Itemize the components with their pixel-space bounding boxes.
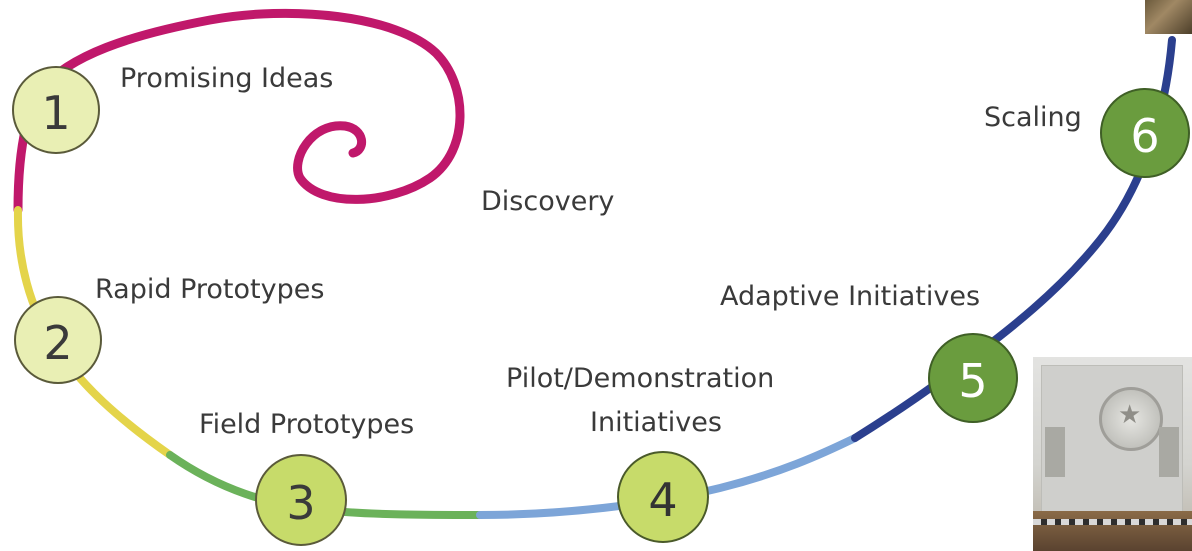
stage-6-number: 6	[1130, 109, 1159, 163]
stage-1-circle	[12, 66, 100, 154]
stage-3-circle	[255, 454, 347, 546]
dais-desk	[1033, 511, 1192, 551]
stage-5-number: 5	[958, 354, 987, 408]
stage-4-label-line-2: Initiatives	[590, 407, 722, 438]
stage-2-label: Rapid Prototypes	[95, 274, 324, 305]
stage-5-label: Adaptive Initiatives	[720, 281, 980, 312]
stage-3-number: 3	[286, 476, 315, 530]
stage-1-marker: 1	[12, 66, 100, 154]
stage-4-circle	[617, 451, 709, 543]
stage-2-marker: 2	[14, 296, 102, 384]
chamber-door-left	[1045, 427, 1065, 477]
pilot-path	[476, 434, 859, 519]
discovery-label: Discovery	[481, 186, 614, 217]
stage-2-number: 2	[43, 316, 72, 370]
stage-1-number: 1	[41, 86, 70, 140]
corner-photo	[1145, 0, 1192, 34]
stage-3-label: Field Prototypes	[199, 409, 414, 440]
stage-5-marker: 5	[928, 333, 1018, 423]
stage-6-circle	[1100, 88, 1190, 178]
seal-emblem	[1099, 387, 1163, 451]
stage-5-circle	[928, 333, 1018, 423]
stage-2-circle	[14, 296, 102, 384]
council-chamber-photo	[1033, 357, 1192, 551]
stage-6-marker: 6	[1100, 88, 1190, 178]
stage-3-marker: 3	[255, 454, 347, 546]
stage-4-label-line-1: Pilot/Demonstration	[506, 363, 774, 394]
chamber-door-right	[1159, 427, 1179, 477]
stage-6-label: Scaling	[984, 102, 1082, 133]
stage-1-label: Promising Ideas	[120, 63, 333, 94]
stage-4-marker: 4	[617, 451, 709, 543]
stage-4-number: 4	[648, 473, 677, 527]
